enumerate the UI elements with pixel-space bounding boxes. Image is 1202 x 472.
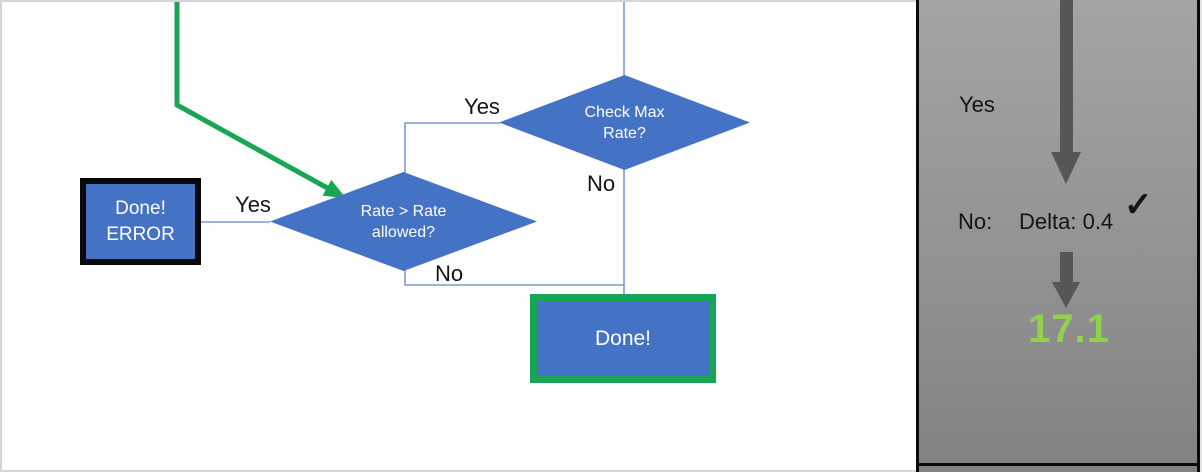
panel-result-value: 17.1	[1028, 307, 1110, 351]
panel-right-edge-strip	[1200, 0, 1202, 472]
done-error-line2: ERROR	[106, 223, 175, 245]
done-box: Done!	[530, 294, 716, 383]
connector-lines	[174, 2, 625, 295]
down-arrow-1-shaft	[1060, 0, 1073, 152]
connector-check-max-yes-to-rate-allowed	[404, 122, 500, 173]
down-arrow-2-shaft	[1060, 252, 1073, 282]
check-mark-icon: ✓	[1124, 186, 1153, 224]
side-panel: Yes No: Delta: 0.4 ✓ 17.1	[916, 0, 1200, 472]
green-flow-arrow	[174, 2, 347, 199]
decision-check-max-rate-line1: Check Max	[584, 103, 665, 121]
flowchart-canvas: Check Max Rate? Rate > Rate allowed? Don…	[0, 0, 916, 472]
decision-check-max-rate-line2: Rate?	[603, 124, 646, 142]
done-box-label: Done!	[594, 326, 652, 350]
connector-rate-allowed-no-to-done	[404, 270, 624, 286]
panel-delta-value: Delta: 0.4	[1019, 209, 1114, 234]
panel-yes-label: Yes	[959, 92, 995, 117]
down-arrow-2-icon	[1052, 282, 1080, 308]
done-error-box: Done! ERROR	[80, 178, 201, 265]
edge-label-check-max-no: No	[586, 171, 616, 196]
decision-rate-allowed-line2: allowed?	[371, 223, 436, 241]
edge-label-rate-allowed-no: No	[434, 261, 464, 286]
edge-label-check-max-yes: Yes	[464, 94, 500, 119]
panel-bottom-border	[919, 463, 1197, 466]
done-error-line1: Done!	[115, 197, 166, 219]
panel-no-label: No:	[958, 209, 993, 234]
edge-label-rate-allowed-yes: Yes	[235, 192, 271, 217]
down-arrow-1-icon	[1051, 152, 1081, 184]
decision-rate-allowed-line1: Rate > Rate	[360, 202, 447, 220]
